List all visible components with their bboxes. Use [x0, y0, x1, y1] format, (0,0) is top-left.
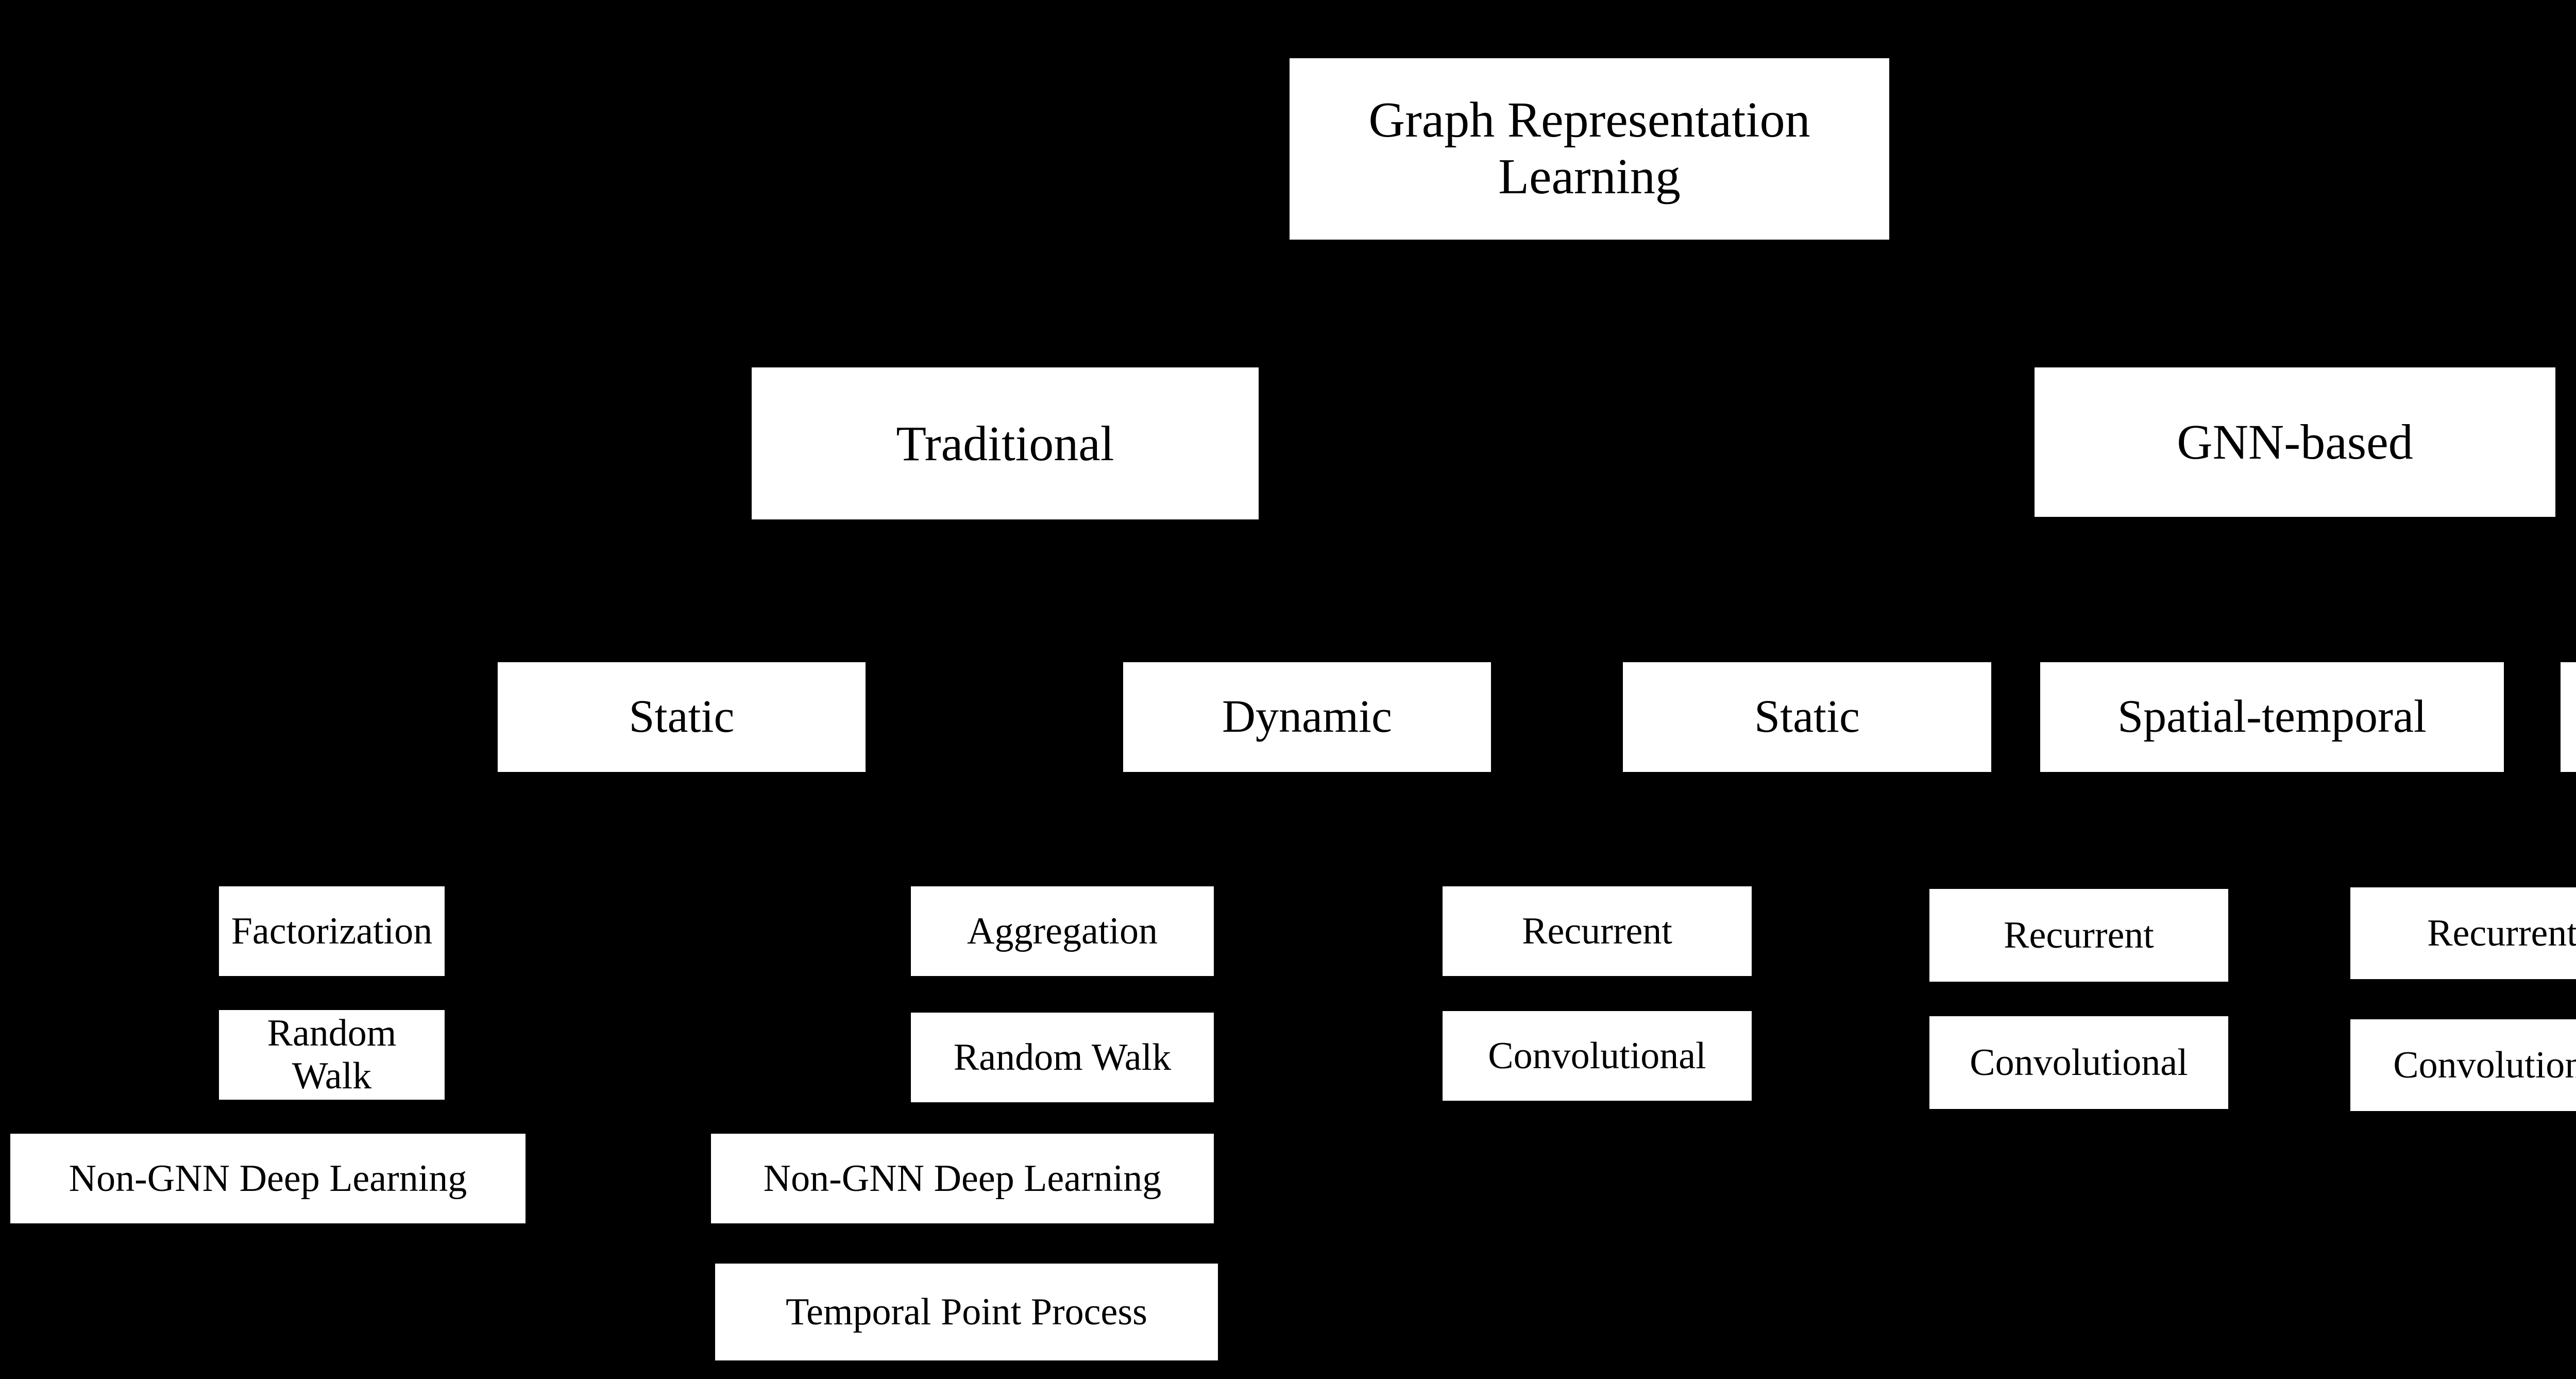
node-leaf-col2-non-gnn-deep-learning[interactable]: Non-GNN Deep Learning	[711, 1134, 1214, 1223]
node-leaf-col5-convolutional[interactable]: Convolutional	[2350, 1019, 2576, 1111]
node-leaf-col5-recurrent[interactable]: Recurrent	[2350, 887, 2576, 979]
node-level2-traditional[interactable]: Traditional	[752, 367, 1259, 519]
node-leaf-col3-recurrent[interactable]: Recurrent	[1443, 886, 1752, 976]
node-level3-dynamic[interactable]: Dynamic	[1123, 662, 1491, 772]
node-level3-dynamic[interactable]: Dynamic	[2561, 662, 2576, 772]
node-leaf-col2-random-walk[interactable]: Random Walk	[911, 1013, 1214, 1102]
node-leaf-col3-convolutional[interactable]: Convolutional	[1443, 1011, 1752, 1101]
node-leaf-col1-non-gnn-deep-learning[interactable]: Non-GNN Deep Learning	[10, 1134, 526, 1223]
node-leaf-col4-convolutional[interactable]: Convolutional	[1929, 1016, 2228, 1109]
node-level3-static[interactable]: Static	[1623, 662, 1991, 772]
node-leaf-col1-factorization[interactable]: Factorization	[219, 886, 445, 976]
node-level2-gnn-based[interactable]: GNN-based	[2035, 367, 2555, 517]
node-level3-spatial-temporal[interactable]: Spatial-temporal	[2040, 662, 2504, 772]
node-leaf-col2-temporal-point-process[interactable]: Temporal Point Process	[715, 1264, 1218, 1360]
node-level3-static[interactable]: Static	[498, 662, 866, 772]
node-leaf-col2-aggregation[interactable]: Aggregation	[911, 886, 1214, 976]
node-leaf-col4-recurrent[interactable]: Recurrent	[1929, 889, 2228, 982]
node-leaf-col1-random-walk[interactable]: Random Walk	[219, 1010, 445, 1100]
node-root-graph-representation-learning[interactable]: Graph Representation Learning	[1290, 58, 1889, 240]
